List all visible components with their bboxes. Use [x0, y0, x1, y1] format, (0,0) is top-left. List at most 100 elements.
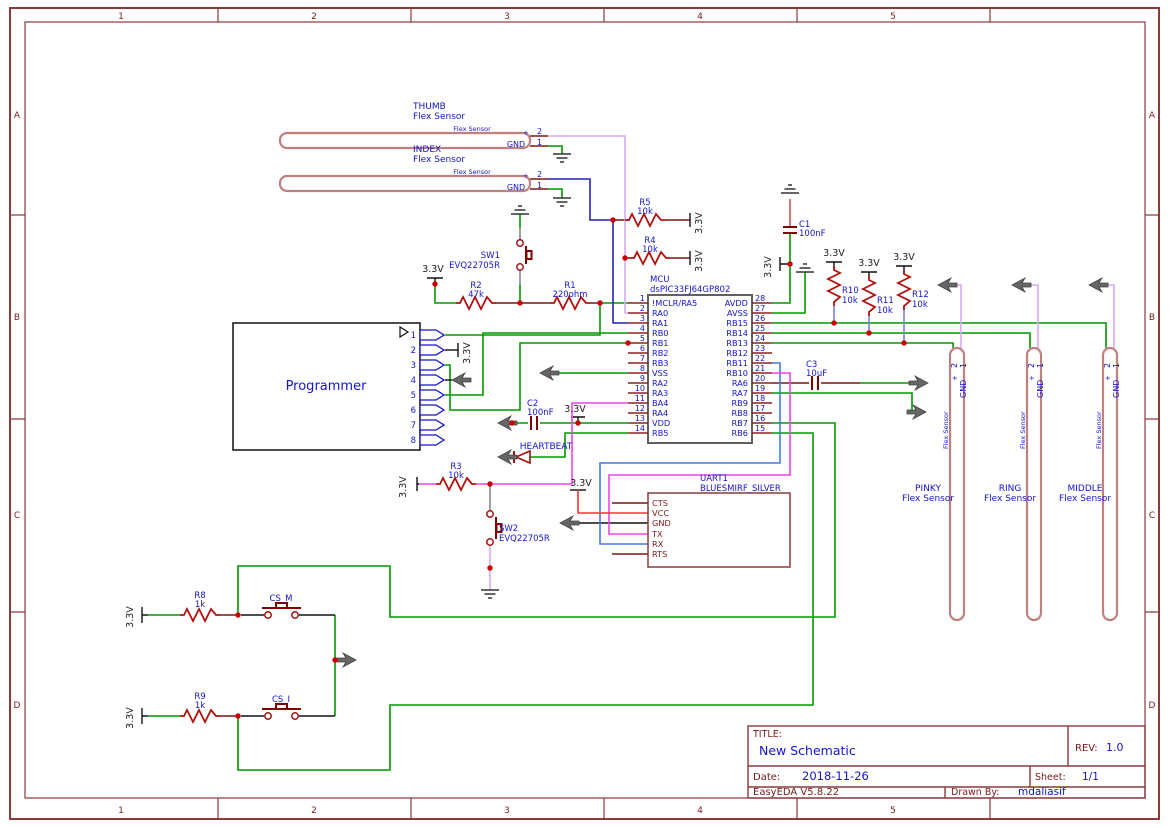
- ground-arrow-icon: [539, 365, 560, 381]
- wire: [445, 303, 601, 336]
- power-3v3-label: 3.3V: [694, 212, 705, 234]
- switch-sw2[interactable]: SW2 EVQ22705R: [486, 510, 550, 546]
- mcu-pin-number: 26: [755, 314, 765, 323]
- uart-pin-name: GND: [652, 518, 671, 528]
- date-label: Date:: [753, 772, 780, 783]
- mcu-pin-name: RB11: [726, 358, 748, 368]
- frame-column-label: 5: [890, 806, 896, 816]
- frame-column-label: 3: [504, 12, 510, 22]
- wire: [548, 178, 628, 324]
- resistor-r9[interactable]: R9 1k: [179, 692, 221, 723]
- power-3v3-label: 3.3V: [858, 258, 880, 269]
- resistor-r12[interactable]: R12 10k: [897, 269, 929, 311]
- wire: [577, 490, 648, 514]
- flex-sensor-index[interactable]: INDEX Flex Sensor Flex Sensor 2 1 + GND: [278, 145, 542, 193]
- capacitor-c2[interactable]: C2 100nF: [527, 399, 554, 430]
- date-value[interactable]: 2018-11-26: [802, 769, 869, 783]
- pin-gnd: GND: [1112, 380, 1121, 398]
- ref: SW2: [499, 524, 518, 534]
- value: 100nF: [799, 229, 826, 239]
- mcu-pin-number: 15: [755, 424, 765, 433]
- mcu-pin-name: RB13: [726, 338, 748, 348]
- resistor-r10[interactable]: R10 10k: [827, 265, 859, 307]
- title-block[interactable]: TITLE: New Schematic REV: 1.0 Date: 2018…: [747, 725, 1146, 799]
- switch-sw1[interactable]: SW1 EVQ22705R: [449, 239, 533, 271]
- clock-marker: [399, 325, 410, 339]
- value: 1k: [195, 701, 205, 711]
- junction-dot: [625, 340, 631, 346]
- sheet-value[interactable]: 1/1: [1082, 771, 1099, 783]
- frame-row-label: C: [1149, 511, 1155, 521]
- wire: [772, 392, 918, 413]
- ref: C3: [806, 360, 817, 370]
- ref: C2: [527, 399, 538, 409]
- pin-number: 1: [1036, 363, 1045, 368]
- wire: [772, 322, 1107, 348]
- ground-earth-icon: [511, 205, 529, 215]
- wire: [599, 362, 781, 545]
- power-3v3-label: 3.3V: [893, 252, 915, 263]
- switch-cs-m[interactable]: CS_M: [262, 594, 301, 619]
- mcu-pin-number: 13: [635, 414, 645, 423]
- frame-column-label: 2: [311, 806, 317, 816]
- wire: [833, 306, 905, 343]
- programmer-pin-number: 7: [411, 421, 416, 431]
- sensor-part: Flex Sensor: [1059, 494, 1111, 504]
- wire: [612, 502, 648, 555]
- pin-number: 2: [1103, 363, 1112, 368]
- mcu-pin-number: 4: [640, 324, 645, 333]
- drawn-by-value[interactable]: mdaliasif: [1018, 786, 1066, 798]
- title-value[interactable]: New Schematic: [759, 743, 856, 758]
- flex-sensor-thumb[interactable]: THUMB Flex Sensor Flex Sensor 2 1 + GND: [278, 102, 542, 150]
- switch-cs-i[interactable]: CS_I: [262, 695, 301, 720]
- frame-column-label: 1: [118, 806, 124, 816]
- pin-plus: +: [523, 172, 529, 180]
- programmer-pin: [419, 359, 446, 371]
- resistor-r8[interactable]: R8 1k: [179, 591, 221, 622]
- sensor-name: PINKY: [915, 484, 941, 494]
- sensor-part: Flex Sensor: [413, 112, 465, 122]
- value: 10k: [842, 296, 858, 306]
- junction-dot: [487, 481, 493, 487]
- mcu-pin-name: RB5: [652, 428, 669, 438]
- resistor-r1[interactable]: R1 220ohm: [549, 281, 591, 310]
- ref: CS_I: [272, 695, 290, 705]
- mcu-pin-number: 9: [640, 374, 645, 383]
- mcu-pin-name: RB7: [731, 418, 748, 428]
- resistor-r11[interactable]: R11 10k: [862, 275, 894, 317]
- wire: [220, 614, 238, 717]
- mcu-pin-name: RB12: [726, 348, 748, 358]
- heartbeat-diode[interactable]: HEARTBEAT: [513, 442, 573, 465]
- capacitor-c3[interactable]: C3 10uF: [806, 360, 827, 390]
- programmer-pin: [419, 329, 446, 341]
- value: 100nF: [527, 408, 554, 418]
- wire: [772, 342, 954, 348]
- programmer-pin-number: 1: [411, 331, 416, 341]
- mcu-pin-number: 28: [755, 294, 765, 303]
- value: 47k: [468, 290, 484, 300]
- mcu-pin-name: AVSS: [727, 308, 748, 318]
- wire: [952, 284, 1115, 348]
- resistor-r5[interactable]: R5 10k: [624, 198, 666, 227]
- resistor-r3[interactable]: R3 10k: [435, 462, 477, 491]
- resistor-r2[interactable]: R2 47k: [455, 281, 497, 310]
- mcu-pin-name: RA6: [732, 378, 748, 388]
- rev-value[interactable]: 1.0: [1106, 741, 1124, 754]
- sensor-name: THUMB: [412, 102, 446, 112]
- mcu-pin-number: 22: [755, 354, 765, 363]
- mcu-pin-name: RB8: [731, 408, 748, 418]
- pin-plus: +: [1028, 375, 1036, 381]
- frame-row-label: D: [1149, 701, 1156, 711]
- mcu-pin-name: RB6: [731, 428, 748, 438]
- capacitor-c1[interactable]: C1 100nF: [783, 220, 826, 239]
- wire: [548, 135, 628, 314]
- resistor-r4[interactable]: R4 10k: [629, 236, 671, 265]
